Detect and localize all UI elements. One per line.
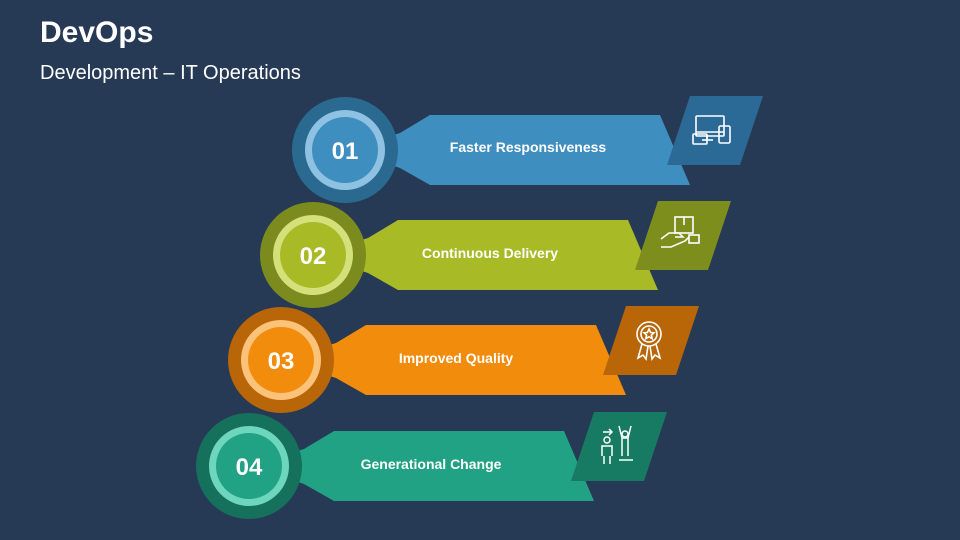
- step-number: 02: [300, 243, 327, 270]
- icon-tab: [635, 201, 731, 270]
- ribbon-band: [313, 220, 658, 290]
- icon-tab: [603, 306, 699, 375]
- step-label: Faster Responsiveness: [450, 139, 607, 155]
- ribbon-band: [345, 115, 690, 185]
- step-number: 03: [268, 348, 295, 375]
- ring-core: [248, 327, 314, 393]
- award-ribbon-icon: [636, 321, 662, 362]
- step-02: Continuous Delivery 02: [260, 201, 731, 308]
- devices-icon: [692, 115, 731, 145]
- step-04: Generational Change 04: [196, 412, 667, 519]
- step-label: Improved Quality: [399, 350, 514, 366]
- step-01: Faster Responsiveness 01: [292, 96, 763, 203]
- step-label: Continuous Delivery: [422, 245, 558, 261]
- ring-core: [280, 222, 346, 288]
- icon-tab: [571, 412, 667, 481]
- step-label: Generational Change: [361, 456, 502, 472]
- step-number: 04: [236, 454, 263, 481]
- ring-core: [216, 433, 282, 499]
- package-delivery-icon: [660, 216, 700, 248]
- ribbon-band: [281, 325, 626, 395]
- page-title: DevOps: [40, 16, 154, 49]
- step-number: 01: [332, 138, 359, 165]
- ring-core: [312, 117, 378, 183]
- icon-tab: [667, 96, 763, 165]
- page-subtitle: Development – IT Operations: [40, 62, 301, 84]
- growth-people-icon: [601, 425, 633, 464]
- step-03: Improved Quality 03: [228, 306, 699, 413]
- ribbon-band: [249, 431, 594, 501]
